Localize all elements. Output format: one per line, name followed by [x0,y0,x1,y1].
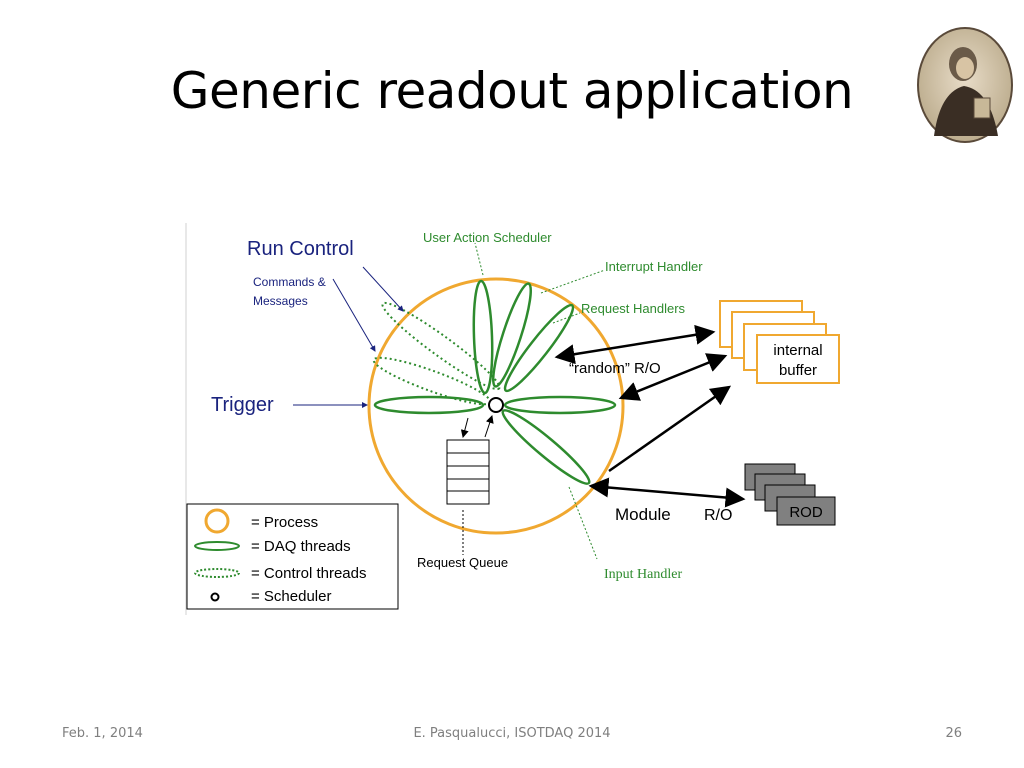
portrait-image [917,27,1013,143]
legend: = Process = DAQ threads = Control thread… [186,503,399,610]
legend-daq-symbol [194,541,240,551]
daq-thread [503,395,617,415]
legend-scheduler-text: = Scheduler [251,588,331,605]
random-ro-label: “random” R/O [569,360,661,377]
run-control-label: Run Control [247,238,354,260]
daq-thread [503,303,575,393]
slide-title: Generic readout application [170,62,854,120]
trigger-label: Trigger [211,394,274,416]
commands-label-line2: Messages [253,294,308,308]
interrupt-handler-label: Interrupt Handler [605,259,703,274]
buffer-label-line2: buffer [779,362,817,379]
rod-stack: ROD [744,463,836,526]
buffer-label-line1: internal [773,342,822,359]
internal-buffer-stack: internal buffer [719,300,840,384]
daq-thread [373,395,485,415]
ro-label: R/O [704,507,732,524]
input-handler-label: Input Handler [604,567,682,582]
module-label: Module [615,505,671,524]
footer-author: E. Pasqualucci, ISOTDAQ 2014 [413,726,611,741]
scheduler-dot [488,397,504,413]
request-queue-label: Request Queue [417,555,508,570]
request-queue-stack [446,439,490,505]
readout-diagram: internal buffer ROD Run Control Commands… [185,223,840,615]
footer-date: Feb. 1, 2014 [62,726,143,741]
footer-page-number: 26 [945,726,962,741]
legend-control-text: = Control threads [251,565,366,582]
legend-process-symbol [204,508,230,534]
daq-thread [472,279,494,395]
process-circle [367,277,625,535]
daq-thread [501,409,591,485]
user-action-scheduler-label: User Action Scheduler [423,230,552,245]
control-thread [381,301,501,391]
legend-control-symbol [194,568,240,578]
rod-label: ROD [789,504,823,521]
daq-thread [491,282,533,388]
commands-label-line1: Commands & [253,275,326,289]
request-handlers-label: Request Handlers [581,301,686,316]
legend-daq-text: = DAQ threads [251,538,351,555]
legend-scheduler-symbol [210,592,220,602]
legend-process-text: = Process [251,514,318,531]
